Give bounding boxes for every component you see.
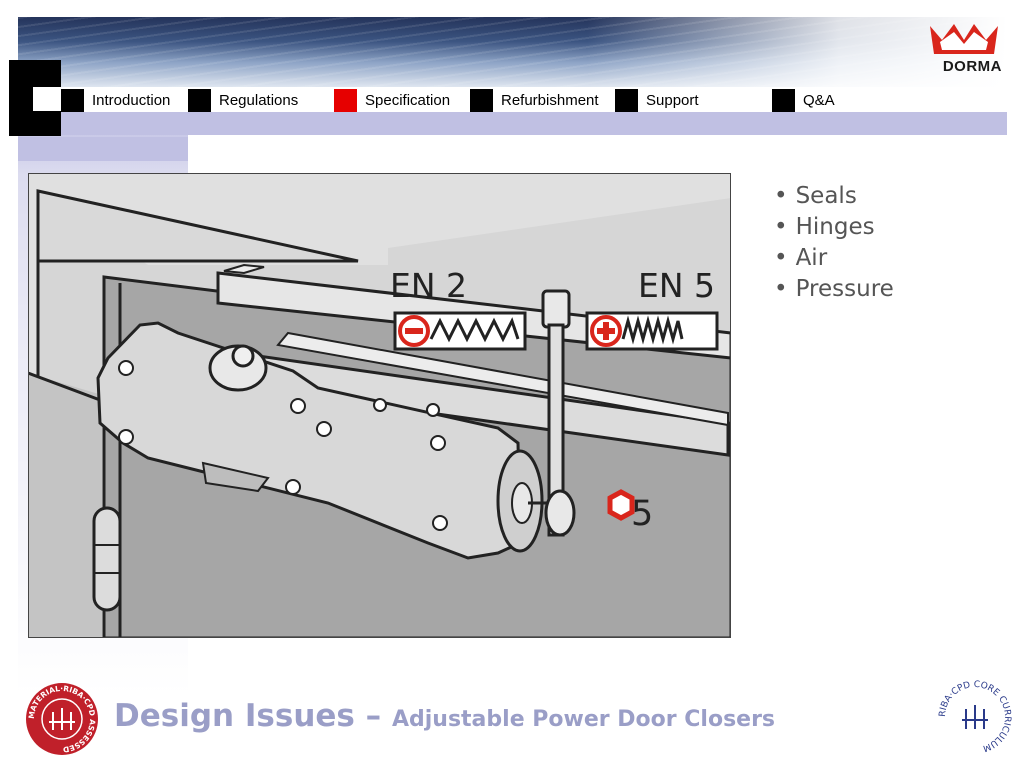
nav-label: Q&A xyxy=(803,91,835,109)
bullet-item: Pressure xyxy=(774,274,894,305)
riba-cpd-core-curriculum-seal-icon: RIBA·CPD CORE CURRICULUM xyxy=(938,680,1012,753)
plus-circle-icon xyxy=(590,315,622,347)
header-banner xyxy=(18,17,1007,87)
nav-label: Refurbishment xyxy=(501,91,599,109)
nav-introduction[interactable]: Introduction xyxy=(61,88,170,112)
side-accent-bar xyxy=(18,137,188,161)
nav-marker xyxy=(772,88,795,112)
dorma-crown-logo-icon xyxy=(930,24,998,54)
riba-cpd-assessed-seal-icon: MATERIAL·RIBA·CPD ASSESSED xyxy=(26,683,98,755)
page-title: Design Issues – Adjustable Power Door Cl… xyxy=(114,698,775,734)
label-en2: EN 2 xyxy=(390,266,467,305)
nav-regulations[interactable]: Regulations xyxy=(188,88,298,112)
bullet-item: Seals xyxy=(774,181,894,212)
nav-label: Introduction xyxy=(92,91,171,109)
nav-support[interactable]: Support xyxy=(615,88,699,112)
door-closer-illustration: EN 2 EN 5 5 xyxy=(28,173,731,638)
bullet-list: Seals Hinges Air Pressure xyxy=(774,181,894,305)
minus-circle-icon xyxy=(398,315,430,347)
nav-marker xyxy=(615,88,638,112)
nav-label: Regulations xyxy=(219,91,299,109)
title-main: Design Issues – xyxy=(114,698,392,734)
nav-refurbishment[interactable]: Refurbishment xyxy=(470,88,599,112)
nav-label: Specification xyxy=(365,91,451,109)
brand-name: DORMA xyxy=(942,58,1002,75)
label-en5: EN 5 xyxy=(638,266,715,305)
nav-underbar xyxy=(60,112,1007,135)
nav-specification[interactable]: Specification xyxy=(334,88,450,112)
nav-qa[interactable]: Q&A xyxy=(772,88,835,112)
bullet-item: Hinges xyxy=(774,212,894,243)
hex-number: 5 xyxy=(631,494,653,534)
title-sub: Adjustable Power Door Closers xyxy=(391,707,776,732)
nav-bar xyxy=(18,87,1007,112)
nav-marker-active xyxy=(334,88,357,112)
bullet-item: Air xyxy=(774,243,894,274)
hexagon-icon xyxy=(607,489,635,521)
nav-label: Support xyxy=(646,91,699,109)
nav-marker xyxy=(470,88,493,112)
nav-marker xyxy=(61,88,84,112)
corner-notch xyxy=(33,87,61,111)
nav-marker xyxy=(188,88,211,112)
